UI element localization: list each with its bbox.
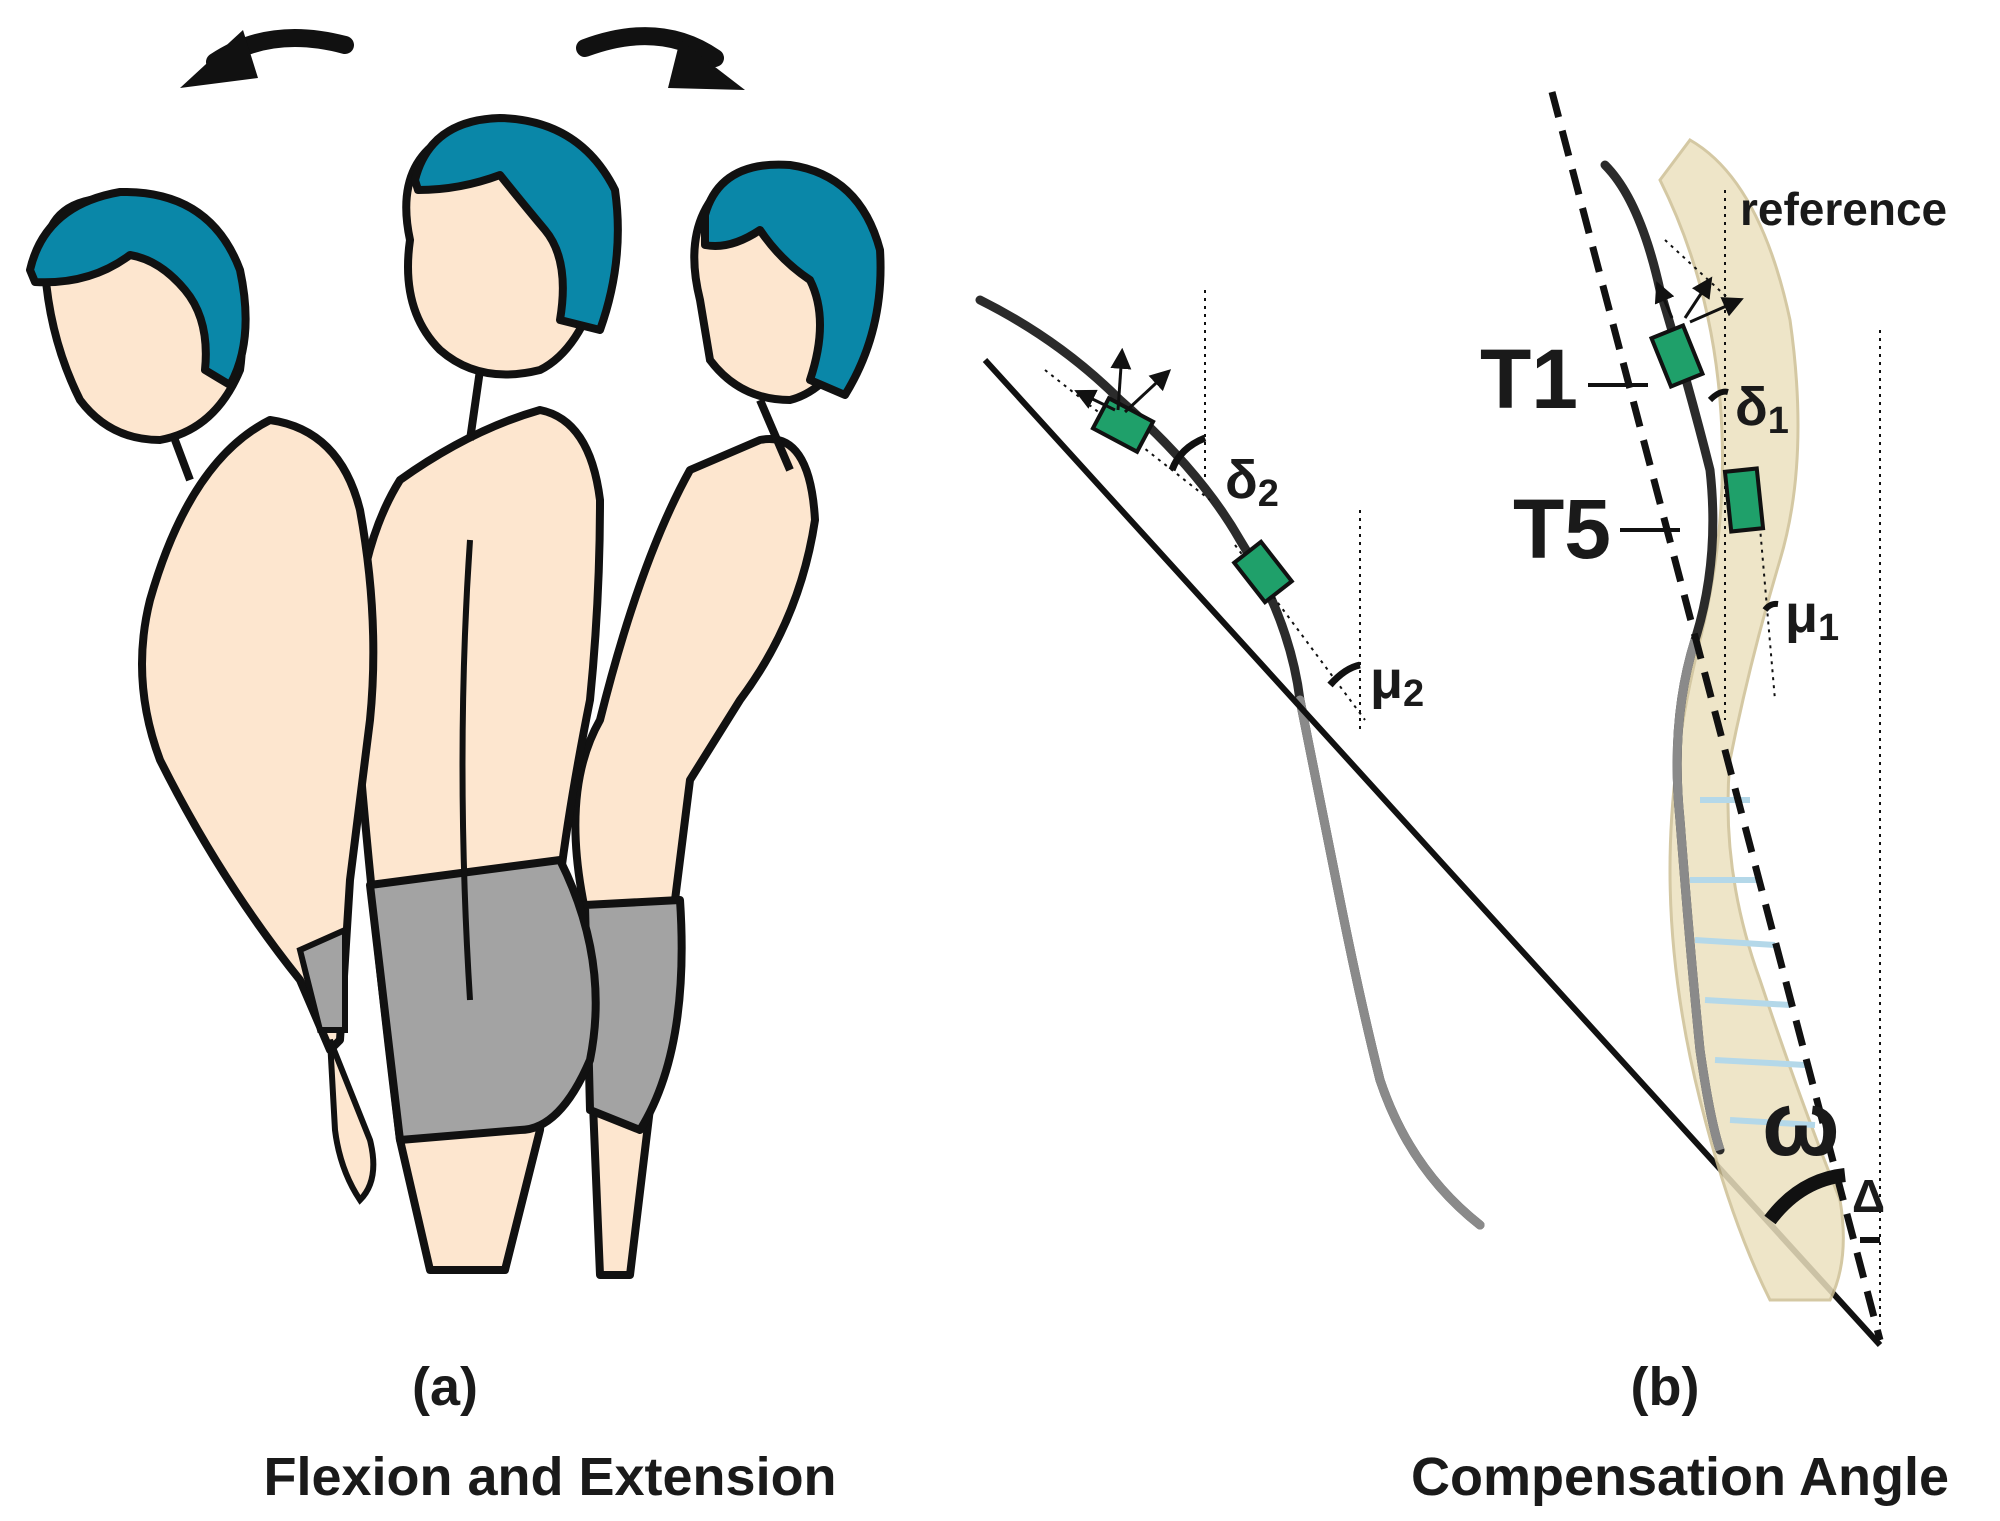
panel-b-illustration: reference T1 T5 δ1 μ1 ω Δ: [1480, 91, 1947, 1341]
figure-flexion: [26, 187, 378, 1205]
omega-label: ω: [1762, 1073, 1840, 1175]
t1-label: T1: [1480, 332, 1578, 426]
delta1-label: δ1: [1735, 377, 1789, 442]
Delta-label: Δ: [1852, 1170, 1885, 1222]
figure-neutral: [350, 114, 622, 1274]
panel-b-letter: (b): [1631, 1357, 1700, 1417]
delta2-label: δ2: [1225, 450, 1279, 515]
extension-arrow-icon: [576, 27, 745, 90]
panel-a-caption: Flexion and Extension: [263, 1447, 836, 1507]
sensor-t1-flexed: [1090, 395, 1156, 455]
panel-a-illustration: [26, 27, 885, 1279]
figure-extension: [571, 160, 885, 1279]
mu2-label: μ2: [1370, 650, 1424, 715]
panel-a-letter: (a): [412, 1357, 478, 1417]
t5-label: T5: [1513, 482, 1611, 576]
reference-label: reference: [1740, 183, 1947, 235]
omega-arc: [1764, 1168, 1846, 1225]
flexion-arrow-icon: [180, 29, 354, 88]
sensor-t1-upright: [1648, 322, 1706, 390]
sensor-t5-flexed: [1231, 539, 1295, 605]
panel-b-caption: Compensation Angle: [1411, 1447, 1949, 1507]
mu1-label: μ1: [1785, 584, 1839, 649]
sensor-t5-upright: [1722, 466, 1766, 534]
trunk-axis-dashed: [1548, 91, 1884, 1341]
